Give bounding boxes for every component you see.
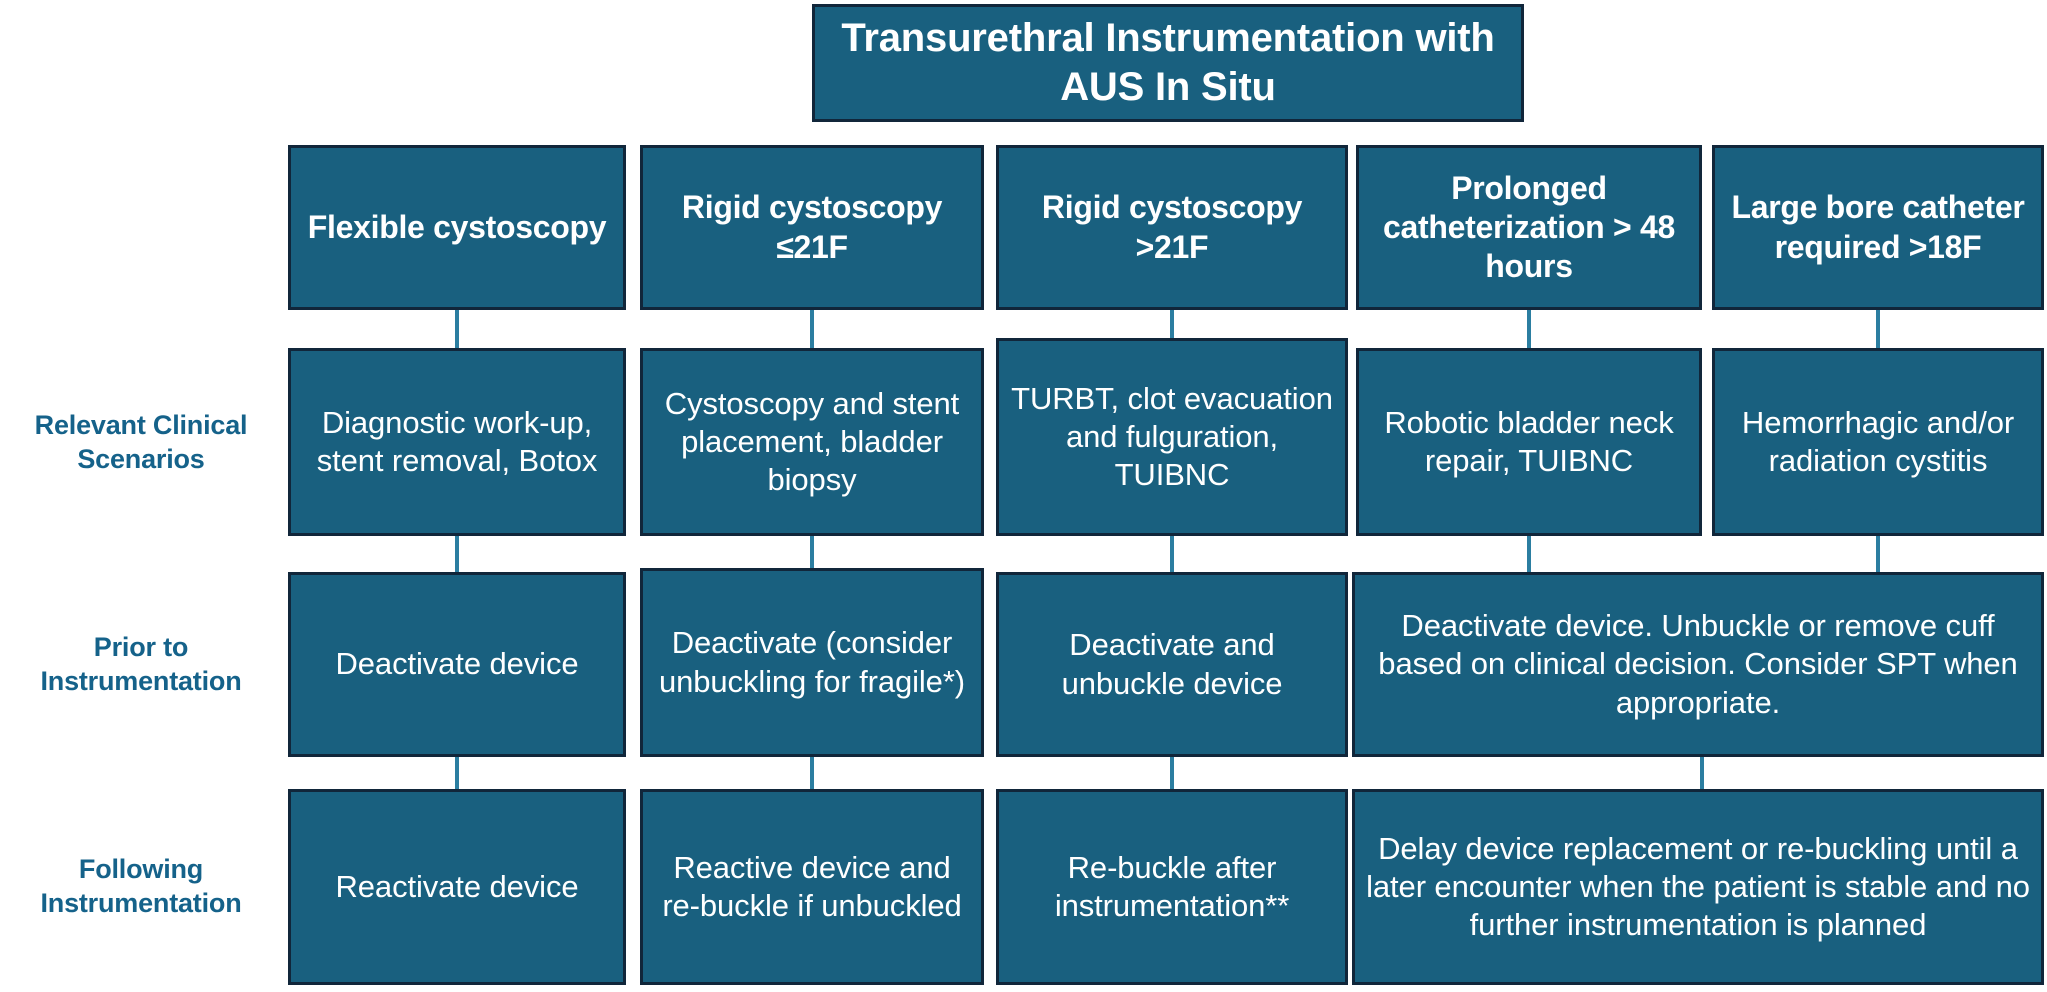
table-cell-text: Re-buckle after instrumentation** [1054, 849, 1290, 923]
table-cell-text: Delay device replacement or re-buckling … [1366, 830, 2030, 943]
table-cell-r1c2: Cystoscopy and stent placement, bladder … [640, 348, 984, 536]
table-cell-r1c4: Robotic bladder neck repair, TUIBNC [1356, 348, 1702, 536]
table-cell-r1c5: Hemorrhagic and/or radiation cystitis [1712, 348, 2044, 536]
connector-merged-row2-row3 [1700, 757, 1704, 789]
table-cell-text: TURBT, clot evacuation and fulguration, … [1011, 380, 1333, 493]
connector-col3-row2-row3 [1170, 757, 1174, 789]
column-header-prolonged-catheterization: Prolonged catheterization > 48 hours [1356, 145, 1702, 310]
column-header-rigid-cystoscopy-le21f: Rigid cystoscopy ≤21F [640, 145, 984, 310]
table-cell-r2c3: Deactivate and unbuckle device [996, 572, 1348, 757]
column-header-rigid-cystoscopy-gt21f: Rigid cystoscopy >21F [996, 145, 1348, 310]
column-header-large-bore-catheter: Large bore catheter required >18F [1712, 145, 2044, 310]
table-cell-text: Deactivate (consider unbuckling for frag… [658, 625, 966, 699]
table-cell-r2c2: Deactivate (consider unbuckling for frag… [640, 568, 984, 757]
table-cell-text: Deactivate and unbuckle device [1061, 627, 1283, 701]
diagram-title-text: Transurethral Instrumentation with AUS I… [841, 16, 1495, 109]
connector-col3-header-row1 [1170, 310, 1174, 348]
connector-col1-header-row1 [455, 310, 459, 348]
row-label-prior-to-instrumentation: Prior to Instrumentation [0, 572, 282, 757]
table-cell-text: Cystoscopy and stent placement, bladder … [664, 385, 960, 498]
table-cell-r2c4-merged: Deactivate device. Unbuckle or remove cu… [1352, 572, 2044, 757]
row-label-text: Relevant Clinical Scenarios [34, 409, 248, 474]
connector-col4-header-row1 [1527, 310, 1531, 348]
column-header-label: Large bore catheter required >18F [1731, 189, 2025, 265]
connector-col5-header-row1 [1876, 310, 1880, 348]
table-cell-r3c3: Re-buckle after instrumentation** [996, 789, 1348, 985]
table-cell-r1c3: TURBT, clot evacuation and fulguration, … [996, 338, 1348, 536]
table-cell-r2c1: Deactivate device [288, 572, 626, 757]
table-cell-r3c1: Reactivate device [288, 789, 626, 985]
connector-col5-row1-row2 [1876, 536, 1880, 572]
connector-col1-row2-row3 [455, 757, 459, 789]
table-cell-text: Hemorrhagic and/or radiation cystitis [1741, 404, 2015, 478]
table-cell-text: Deactivate device. Unbuckle or remove cu… [1378, 608, 2018, 720]
table-cell-r1c1: Diagnostic work-up, stent removal, Botox [288, 348, 626, 536]
connector-col2-row2-row3 [810, 757, 814, 789]
row-label-text: Prior to Instrumentation [40, 631, 242, 696]
column-header-label: Flexible cystoscopy [307, 208, 607, 245]
table-cell-text: Diagnostic work-up, stent removal, Botox [316, 404, 598, 478]
diagram-title: Transurethral Instrumentation with AUS I… [812, 4, 1524, 122]
row-label-following-instrumentation: Following Instrumentation [0, 789, 282, 985]
row-label-text: Following Instrumentation [40, 854, 242, 918]
connector-col4-row1-row2 [1527, 536, 1531, 572]
table-cell-r3c2: Reactive device and re-buckle if unbuckl… [640, 789, 984, 985]
table-cell-r3c4-merged: Delay device replacement or re-buckling … [1352, 789, 2044, 985]
connector-col2-header-row1 [810, 310, 814, 348]
column-header-label: Rigid cystoscopy >21F [1041, 189, 1303, 265]
column-header-flexible-cystoscopy: Flexible cystoscopy [288, 145, 626, 310]
table-cell-text: Reactivate device [335, 868, 579, 904]
connector-col2-row1-row2 [810, 536, 814, 572]
table-cell-text: Deactivate device [335, 646, 579, 682]
table-cell-text: Reactive device and re-buckle if unbuckl… [662, 849, 962, 923]
column-header-label: Prolonged catheterization > 48 hours [1383, 169, 1675, 285]
table-cell-text: Robotic bladder neck repair, TUIBNC [1384, 404, 1674, 478]
connector-col3-row1-row2 [1170, 536, 1174, 572]
connector-col1-row1-row2 [455, 536, 459, 572]
row-label-relevant-clinical-scenarios: Relevant Clinical Scenarios [0, 345, 282, 540]
column-header-label: Rigid cystoscopy ≤21F [681, 189, 943, 265]
